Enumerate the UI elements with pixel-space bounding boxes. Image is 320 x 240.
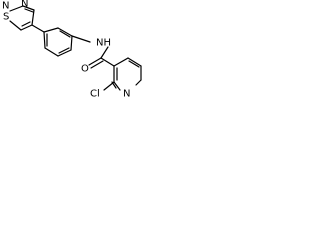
atom-label-sulfur: S [3, 12, 9, 23]
atom-label-amide-nh: NH [96, 38, 111, 49]
thiadiazole-ring [9, 5, 35, 31]
atom-label-chlorine: Cl [90, 89, 100, 100]
atom-label-thiadiazole-n-b: N [21, 0, 28, 10]
bond-pyridine-cl [103, 81, 115, 91]
atom-label-pyridine-n: N [123, 89, 130, 100]
bond-carbonyl-double-b [90, 60, 104, 69]
bond-thiadiazole-phenyl [31, 24, 45, 33]
bond-carbonyl-double-a [88, 57, 102, 66]
atom-label-thiadiazole-n-a: N [2, 1, 9, 12]
benzene-ring [43, 27, 73, 57]
bond-carbonyl-pyridine [100, 57, 115, 67]
pyridine-ring [111, 57, 142, 91]
bond-nh-carbonyl [100, 46, 109, 59]
bond-phenyl-nh [71, 35, 91, 43]
chemical-structure-diagram: S N N NH O Cl N [2, 0, 142, 100]
atom-label-carbonyl-o: O [81, 64, 89, 75]
